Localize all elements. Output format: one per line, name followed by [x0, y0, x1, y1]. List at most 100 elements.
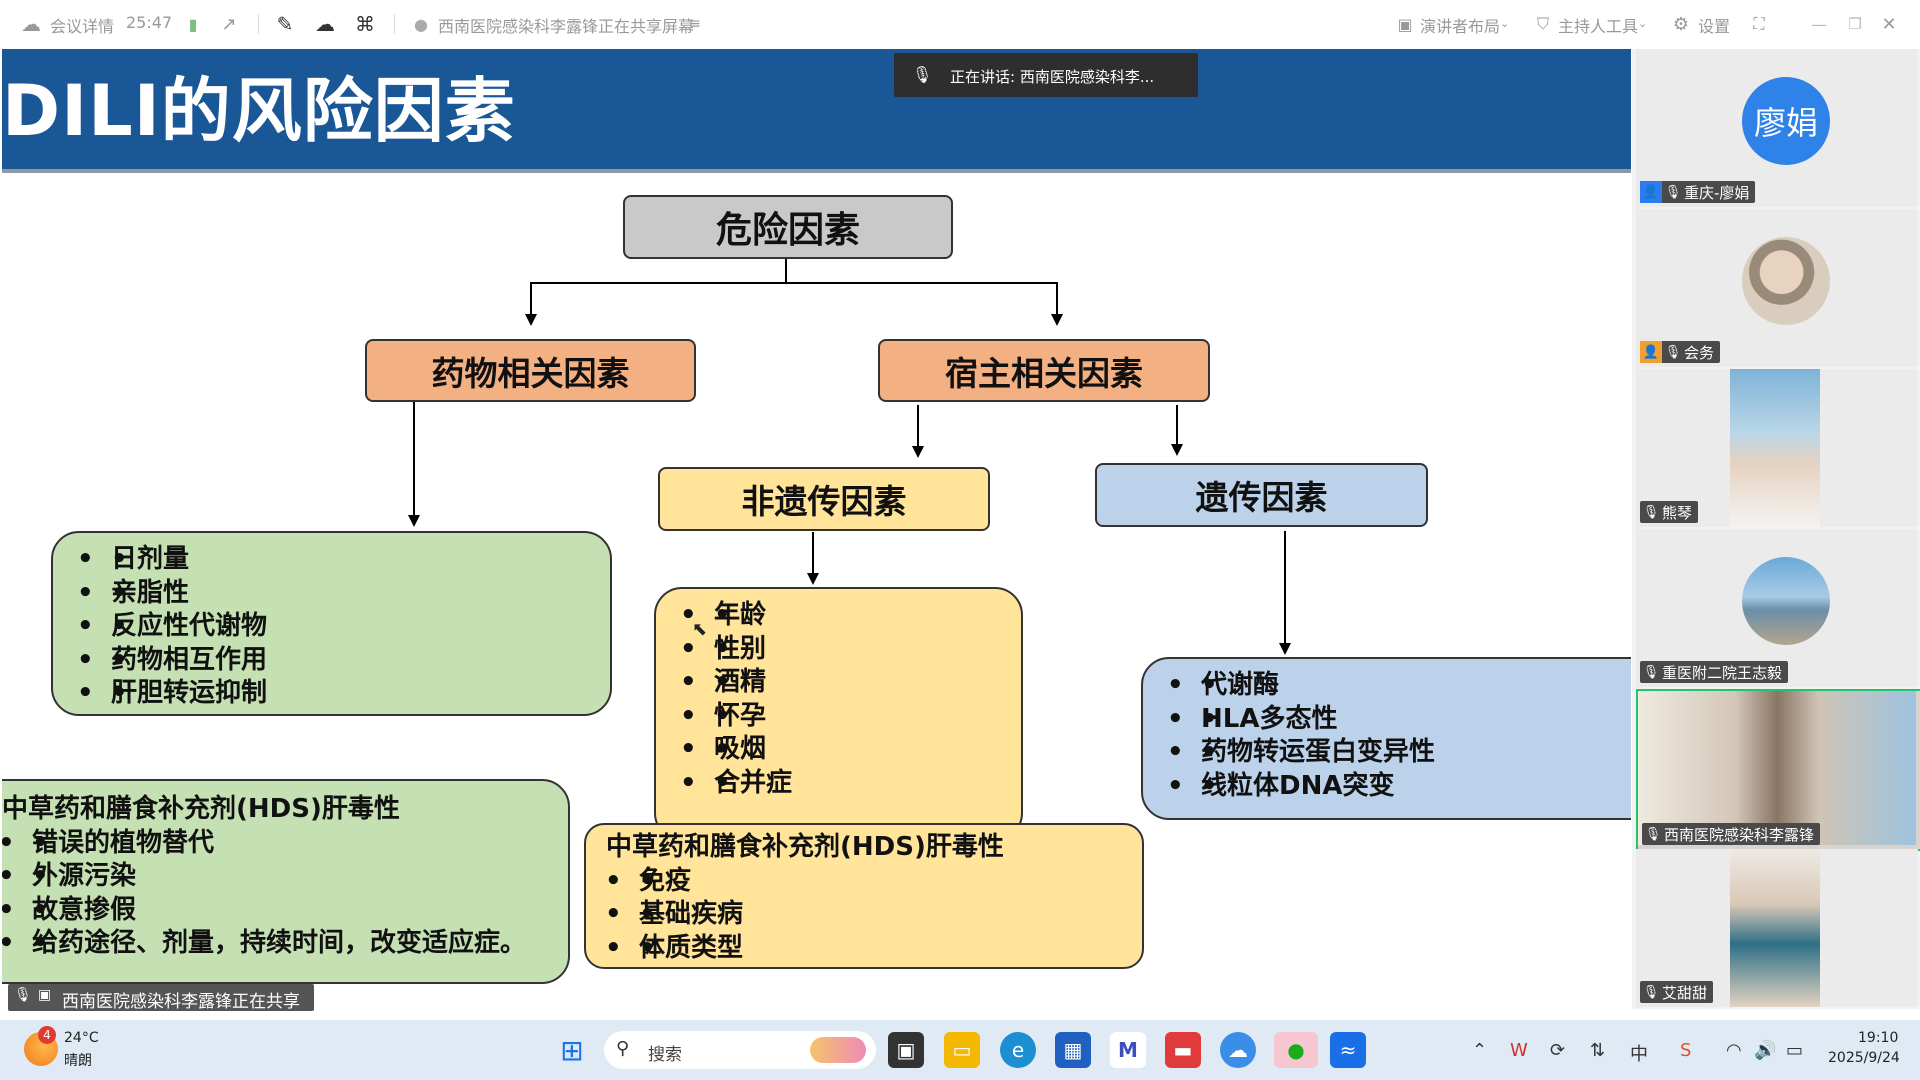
shield-icon[interactable]: ⛉	[1536, 14, 1549, 33]
tray-wps-icon[interactable]: W	[1510, 1040, 1528, 1061]
genetic-factors-list: •代谢酶 •HLA多态性 •药物转运蛋白变异性 •线粒体DNA突变	[1141, 657, 1631, 820]
edge-browser-icon[interactable]: e	[1000, 1032, 1036, 1068]
participant-tile[interactable]: 🎙 重医附二院王志毅	[1636, 529, 1918, 687]
host-factors-box: 宿主相关因素	[878, 339, 1210, 402]
hds-left-title: 中草药和膳食补充剂(HDS)肝毒性	[2, 794, 400, 824]
weather-desc[interactable]: 晴朗	[64, 1053, 92, 1069]
translate-icon[interactable]: ⌘	[355, 12, 375, 36]
windows-start-icon[interactable]: ⊞	[560, 1033, 584, 1067]
meeting-details-button[interactable]: 会议详情	[50, 17, 115, 36]
arrow-head	[525, 314, 537, 326]
external-window-icon[interactable]: ↗	[221, 13, 237, 35]
participant-video	[1730, 369, 1820, 527]
connector-line	[812, 532, 814, 574]
network-signal-icon[interactable]: ▮	[188, 14, 198, 34]
search-icon: ⚲	[616, 1038, 630, 1059]
host-tools-button[interactable]: 主持人工具	[1558, 17, 1639, 36]
weather-temp[interactable]: 24°C	[64, 1030, 99, 1046]
connector-line	[530, 282, 532, 314]
battery-icon[interactable]: ▭	[1786, 1040, 1804, 1061]
cloud-record-icon[interactable]: ☁	[315, 12, 335, 36]
speaker-name: 西南医院感染科李...	[1019, 68, 1155, 86]
list-item: •药物转运蛋白变异性	[1167, 736, 1631, 770]
mouse-cursor-icon: ⬉	[692, 619, 708, 640]
fullscreen-icon[interactable]: ⛶	[1753, 14, 1765, 33]
participant-tile-active[interactable]: 🎙 西南医院感染科李露锋	[1636, 689, 1920, 851]
toolbar-divider	[394, 14, 395, 34]
sharing-status-text: 西南医院感染科李露锋正在共享屏幕	[438, 17, 695, 36]
avatar	[1742, 237, 1830, 325]
layout-icon[interactable]: ▣	[1397, 14, 1413, 34]
arrow-head	[1051, 314, 1063, 326]
taskbar-search[interactable]: ⚲ 搜索	[604, 1031, 876, 1069]
app-m-icon[interactable]: M	[1110, 1032, 1146, 1068]
tray-input-method-icon[interactable]: 中	[1630, 1044, 1648, 1065]
list-item: •基础疾病	[605, 898, 1142, 932]
list-item: •合并症	[680, 767, 1021, 801]
huawei-app-icon[interactable]: ▬	[1165, 1032, 1201, 1068]
host-icon: 👤	[1640, 181, 1662, 203]
clock-date[interactable]: 2025/9/24	[1828, 1050, 1900, 1066]
genetic-factors-box: 遗传因素	[1095, 463, 1428, 527]
arrow-head	[408, 515, 420, 527]
participants-panel: 廖娟 👤 🎙 重庆-廖娟 👤 🎙 会务 🎙 熊琴 🎙 重医附二院王志毅	[1632, 49, 1920, 1009]
tray-app-icon[interactable]: S	[1680, 1040, 1692, 1061]
wifi-icon[interactable]: ◠	[1726, 1040, 1742, 1061]
close-icon[interactable]: ✕	[1881, 13, 1897, 35]
shared-slide: DILI的风险因素 危险因素 药物相关因素 宿主相关因素 非遗传因素 遗传因素 …	[2, 49, 1631, 1009]
minimize-icon[interactable]: —	[1811, 14, 1827, 34]
presenter-layout-button[interactable]: 演讲者布局	[1420, 17, 1501, 36]
list-item: •线粒体DNA突变	[1167, 770, 1631, 804]
list-item: •反应性代谢物	[77, 610, 610, 644]
windows-taskbar: 4 24°C 晴朗 ⊞ ⚲ 搜索 ▣ ▭ e ▦ M ▬ ☁ ● ≈ ⌃ W ⟳…	[0, 1020, 1920, 1080]
list-item: •HLA多态性	[1167, 703, 1631, 737]
gear-icon[interactable]: ⚙	[1672, 13, 1690, 35]
settings-button[interactable]: 设置	[1698, 17, 1731, 36]
connector-line	[1176, 405, 1178, 445]
connector-line	[530, 282, 1058, 284]
connector-line	[1056, 282, 1058, 314]
arrow-head	[1279, 643, 1291, 655]
participant-name-tag: 👤 🎙 重庆-廖娟	[1640, 181, 1756, 203]
chevron-down-icon[interactable]: ⌄	[1500, 17, 1510, 30]
participant-tile[interactable]: 🎙 熊琴	[1636, 369, 1918, 527]
arrow-head	[807, 573, 819, 585]
list-item: •酒精	[680, 666, 1021, 700]
list-item: •错误的植物替代	[2, 827, 568, 861]
tray-expand-icon[interactable]: ⌃	[1472, 1040, 1488, 1061]
store-icon[interactable]: ▦	[1055, 1032, 1091, 1068]
chevron-down-icon[interactable]: ⌄	[1638, 17, 1648, 30]
mic-muted-icon: 🎙	[1664, 344, 1682, 360]
participant-name-tag: 👤 🎙 会务	[1640, 341, 1721, 363]
participant-tile[interactable]: 🎙 艾甜甜	[1636, 849, 1918, 1007]
menu-lines-icon[interactable]: ≡	[689, 16, 701, 32]
tencent-meeting-icon[interactable]: ≈	[1330, 1032, 1366, 1068]
hds-left-box: 中草药和膳食补充剂(HDS)肝毒性 •错误的植物替代 •外源污染 •故意掺假 •…	[2, 779, 570, 984]
root-risk-factors-box: 危险因素	[623, 195, 953, 259]
mic-muted-icon: 🎙	[1642, 664, 1660, 680]
file-explorer-icon[interactable]: ▭	[944, 1032, 980, 1068]
record-off-icon[interactable]: ✎	[276, 12, 294, 36]
cloud-app-icon[interactable]: ☁	[1220, 1032, 1256, 1068]
meeting-timer: 25:47	[126, 13, 173, 32]
cohost-icon: 👤	[1640, 341, 1662, 363]
participant-tile[interactable]: 👤 🎙 会务	[1636, 209, 1918, 367]
search-highlight-icon	[810, 1037, 866, 1063]
wechat-icon[interactable]: ●	[1274, 1032, 1318, 1068]
restore-icon[interactable]: ❐	[1848, 15, 1862, 33]
screen-share-icon: ▣	[38, 987, 52, 1003]
share-status-bar[interactable]: 🎙 ▣ 西南医院感染科李露锋正在共享	[8, 984, 314, 1012]
hds-right-title: 中草药和膳食补充剂(HDS)肝毒性	[606, 832, 1004, 862]
weather-badge: 4	[38, 1026, 56, 1044]
slide-title: DILI的风险因素	[2, 70, 516, 152]
task-view-icon[interactable]: ▣	[888, 1032, 924, 1068]
arrow-head	[912, 446, 924, 458]
tray-sync-icon[interactable]: ⟳	[1550, 1040, 1566, 1061]
list-item: •故意掺假	[2, 894, 568, 928]
volume-icon[interactable]: 🔊	[1754, 1040, 1777, 1061]
participant-video	[1638, 691, 1916, 845]
tray-settings-icon[interactable]: ⇅	[1590, 1040, 1606, 1061]
list-item: •免疫	[605, 865, 1142, 899]
clock-time[interactable]: 19:10	[1858, 1030, 1899, 1046]
participant-tile[interactable]: 廖娟 👤 🎙 重庆-廖娟	[1636, 49, 1918, 207]
